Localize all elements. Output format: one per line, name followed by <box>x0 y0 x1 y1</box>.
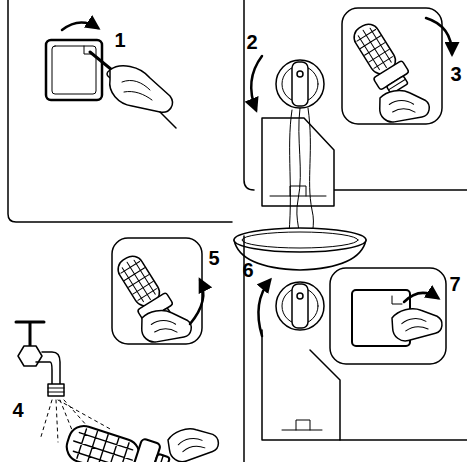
step-one-machine <box>46 40 102 100</box>
step-two-machine <box>292 62 308 106</box>
open-arrow <box>251 56 262 110</box>
callout-number: 1 <box>114 30 125 50</box>
step-six-machine <box>297 293 303 299</box>
step-two-machine <box>288 108 313 246</box>
step-two-machine <box>262 118 334 206</box>
shut-arrow <box>404 293 438 302</box>
inset-seven <box>330 268 446 364</box>
step-six-machine <box>292 284 308 328</box>
callout-number: 5 <box>208 248 219 268</box>
tap <box>16 322 64 396</box>
inset-three <box>377 85 431 124</box>
screw-arrow <box>190 280 203 324</box>
step-six-machine <box>262 330 340 440</box>
step-one-machine <box>8 0 232 222</box>
inset-five <box>111 238 202 344</box>
inset-seven <box>392 296 402 304</box>
tap <box>18 346 42 366</box>
inset-five <box>139 305 193 344</box>
callout-number: 6 <box>242 260 253 280</box>
tap <box>48 384 64 396</box>
step-six-machine <box>244 236 467 462</box>
callout-number: 4 <box>12 400 23 420</box>
inset-seven <box>389 302 444 344</box>
step-two-machine <box>330 189 467 191</box>
turn-arrow <box>62 22 98 30</box>
callout-number: 3 <box>450 64 461 84</box>
step-two-machine <box>297 71 303 77</box>
close-arrow <box>258 280 270 336</box>
filter-rinse <box>61 417 173 462</box>
step-one-hand <box>90 52 176 128</box>
filter-rinse <box>61 417 221 462</box>
tap <box>16 322 44 348</box>
inset-three <box>342 8 442 124</box>
step-one-machine <box>8 0 232 222</box>
step-one-hand <box>160 112 176 128</box>
step-six-machine <box>276 282 324 330</box>
filter-rinse <box>164 420 221 462</box>
callout-number: 2 <box>246 32 257 52</box>
step-two-machine <box>276 60 324 108</box>
step-six-machine <box>340 439 467 441</box>
step-six-machine <box>282 420 322 430</box>
basin <box>234 228 366 270</box>
tap <box>48 388 64 392</box>
tap <box>36 362 52 384</box>
step-two-machine <box>270 186 326 196</box>
inset-three <box>347 18 415 98</box>
basin <box>234 228 366 252</box>
step-one-hand <box>90 52 112 70</box>
inset-seven <box>330 268 446 364</box>
step-one-hand <box>110 66 173 112</box>
inset-three <box>342 8 442 124</box>
callout-number: 7 <box>449 274 460 294</box>
tap <box>42 352 60 384</box>
unscrew-arrow <box>426 18 452 54</box>
step-one-hand <box>122 80 152 100</box>
basin <box>242 232 358 248</box>
step-two-machine <box>244 0 467 246</box>
